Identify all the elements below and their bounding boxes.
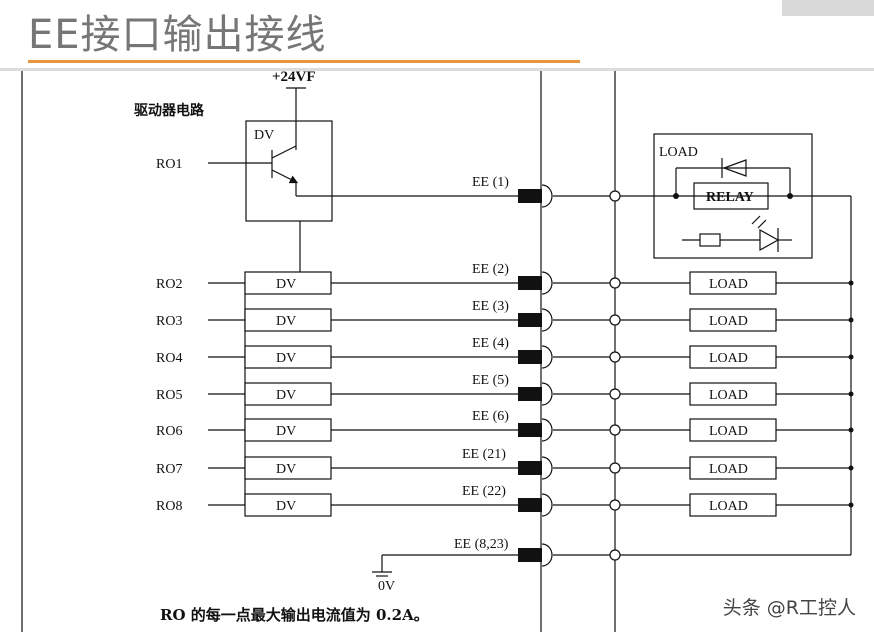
- corner-tab: [782, 0, 874, 16]
- ee-socket: [541, 456, 553, 480]
- ro-label: RO4: [156, 351, 182, 366]
- load-label: LOAD: [709, 277, 748, 292]
- dv-box: [244, 345, 332, 369]
- ee-connector: [518, 189, 542, 203]
- ee-terminal-label: EE (4): [472, 336, 509, 351]
- terminal-circle: [609, 462, 621, 474]
- ee-terminal-label: EE (21): [462, 447, 506, 462]
- footnote: RO 的每一点最大输出电流值为 0.2A。: [160, 606, 429, 624]
- load-label: LOAD: [709, 424, 748, 439]
- terminal-circle: [609, 277, 621, 289]
- supply-label: +24VF: [272, 69, 316, 85]
- ee-socket: [541, 184, 553, 208]
- bus-junction: [848, 427, 854, 433]
- load-label: LOAD: [709, 351, 748, 366]
- ee-connector: [518, 350, 542, 364]
- bus-junction: [848, 391, 854, 397]
- ee-connector: [518, 313, 542, 327]
- terminal-circle: [609, 388, 621, 400]
- ground-label: 0V: [378, 579, 395, 594]
- load-box-label: LOAD: [659, 145, 698, 160]
- ee-socket: [541, 493, 553, 517]
- dv-label: DV: [276, 277, 296, 292]
- title-underline: [28, 60, 580, 63]
- common-ee-connector: [518, 543, 621, 567]
- bus-junction: [848, 317, 854, 323]
- ro-label: RO5: [156, 388, 182, 403]
- terminal-circle: [609, 190, 621, 202]
- dv-label: DV: [276, 462, 296, 477]
- dv-label: DV: [276, 314, 296, 329]
- dv-box: [244, 456, 332, 480]
- ro-label: RO1: [156, 157, 182, 172]
- terminal-circle: [609, 314, 621, 326]
- ee-terminal-label: EE (1): [472, 175, 509, 190]
- ro-label: RO2: [156, 277, 182, 292]
- dv-box: [244, 418, 332, 442]
- ee-socket: [541, 382, 553, 406]
- terminal-circle: [609, 499, 621, 511]
- ee-socket: [541, 345, 553, 369]
- common-ee-label: EE (8,23): [454, 537, 509, 552]
- ro-label: RO7: [156, 462, 182, 477]
- ee-terminal-label: EE (3): [472, 299, 509, 314]
- ee-terminal-label: EE (22): [462, 484, 506, 499]
- terminal-circle: [609, 351, 621, 363]
- ee-connector: [518, 498, 542, 512]
- ee-terminal-label: EE (6): [472, 409, 509, 424]
- header-divider: [0, 68, 874, 71]
- dv-box: [244, 308, 332, 332]
- load-label: LOAD: [709, 314, 748, 329]
- dv-label: DV: [276, 499, 296, 514]
- bus-junction: [848, 502, 854, 508]
- load-label: LOAD: [709, 499, 748, 514]
- ee-connector: [518, 461, 542, 475]
- driver-box-label: DV: [254, 128, 274, 143]
- ee-socket: [541, 418, 553, 442]
- ro-label: RO8: [156, 499, 182, 514]
- load-label: LOAD: [709, 462, 748, 477]
- ro-label: RO3: [156, 314, 182, 329]
- bus-junction: [848, 465, 854, 471]
- relay-label: RELAY: [706, 190, 754, 205]
- ee-terminal-label: EE (2): [472, 262, 509, 277]
- watermark: 头条 @R工控人: [722, 597, 856, 619]
- dv-label: DV: [276, 424, 296, 439]
- dv-box: [244, 493, 332, 517]
- ee-connector: [518, 276, 542, 290]
- ro-label: RO6: [156, 424, 182, 439]
- ee-socket: [541, 308, 553, 332]
- page-title: EE接口输出接线: [28, 12, 327, 58]
- ee-connector: [518, 387, 542, 401]
- driver-circuit-label: 驱动器电路: [134, 102, 205, 119]
- terminal-circle: [609, 424, 621, 436]
- dv-label: DV: [276, 351, 296, 366]
- ee-socket: [541, 271, 553, 295]
- bus-junction: [848, 354, 854, 360]
- dv-box: [244, 382, 332, 406]
- dv-box: [244, 271, 332, 295]
- load-label: LOAD: [709, 388, 748, 403]
- ee-connector: [518, 423, 542, 437]
- dv-label: DV: [276, 388, 296, 403]
- bus-junction: [848, 280, 854, 286]
- ee-terminal-label: EE (5): [472, 373, 509, 388]
